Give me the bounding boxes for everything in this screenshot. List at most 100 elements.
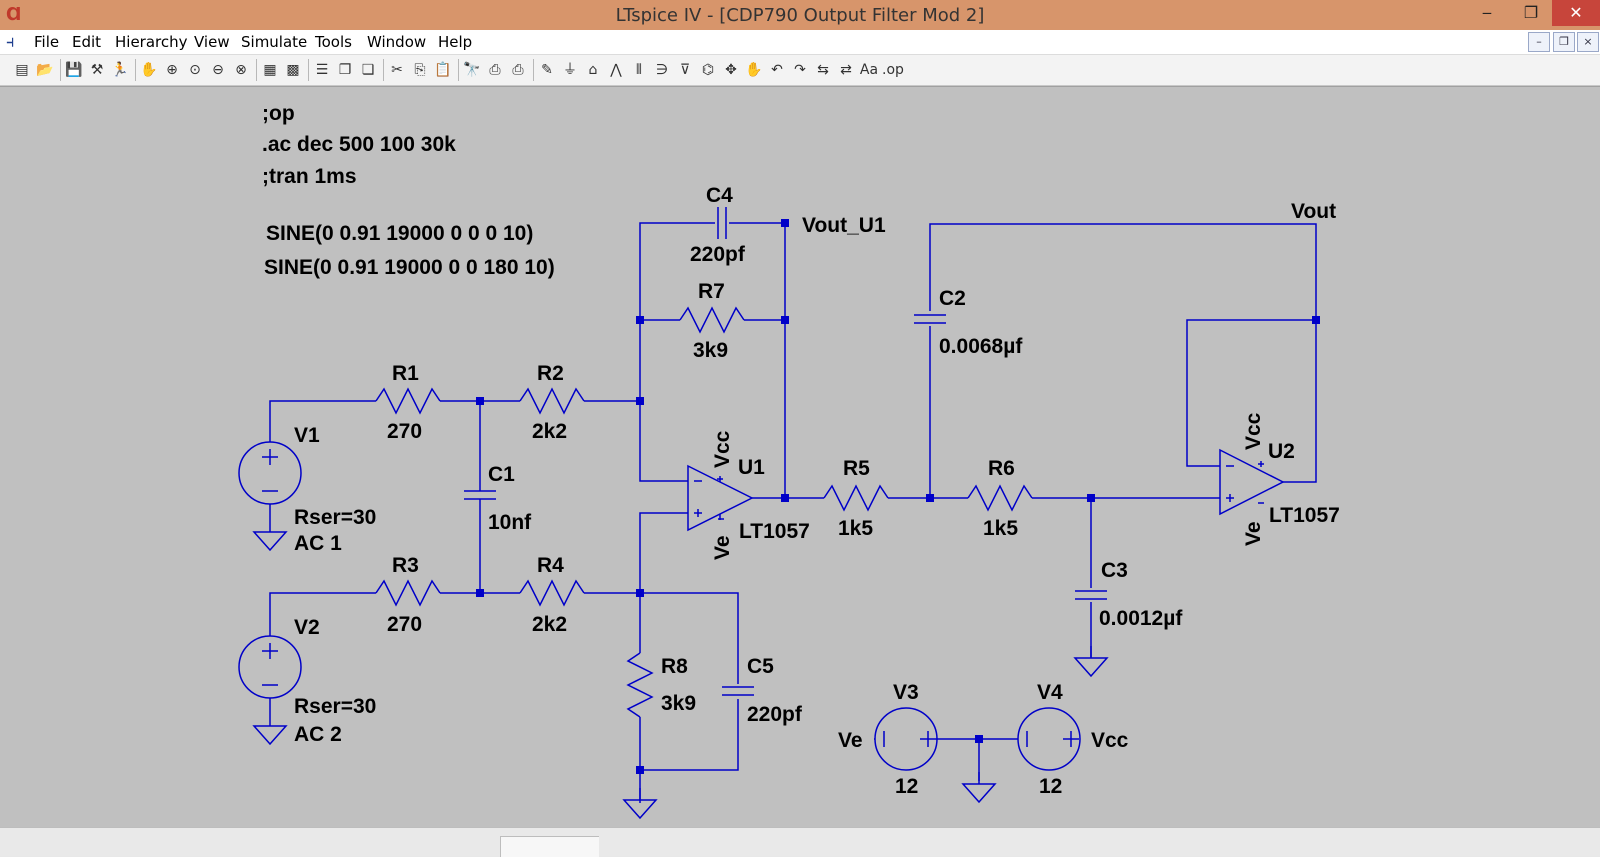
resistor-r2-symbol[interactable]: [519, 387, 585, 415]
menu-hierarchy[interactable]: Hierarchy: [115, 33, 188, 51]
r1-name[interactable]: R1: [392, 362, 419, 385]
u2-vcc-pin-label[interactable]: Vcc: [1242, 412, 1265, 450]
zoom-out-icon[interactable]: ⊖: [212, 62, 224, 78]
opamp-u2-symbol[interactable]: [1219, 448, 1285, 516]
directive-ac[interactable]: .ac dec 500 100 30k: [262, 133, 456, 156]
r1-value[interactable]: 270: [387, 420, 422, 443]
schematic-drawing[interactable]: ;op .ac dec 500 100 30k ;tran 1ms SINE(0…: [0, 87, 1600, 827]
resistor-r7-symbol[interactable]: [679, 306, 745, 334]
r4-name[interactable]: R4: [537, 554, 564, 577]
c2-value[interactable]: 0.0068µf: [939, 335, 1023, 358]
net-label-vout[interactable]: Vout: [1291, 200, 1336, 223]
r6-name[interactable]: R6: [988, 457, 1015, 480]
source-v3-symbol[interactable]: [874, 707, 938, 771]
mirror-icon[interactable]: ⇄: [840, 62, 852, 78]
r6-value[interactable]: 1k5: [983, 517, 1018, 540]
net-label-ve[interactable]: Ve: [838, 729, 863, 752]
r4-value[interactable]: 2k2: [532, 613, 567, 636]
open-icon[interactable]: 📂: [36, 62, 54, 78]
r5-value[interactable]: 1k5: [838, 517, 873, 540]
inductor-icon[interactable]: ∋: [655, 62, 669, 78]
ltspice-logo-icon[interactable]: Ɑ: [6, 4, 22, 25]
print-icon[interactable]: ⎙: [512, 62, 524, 78]
c1-value[interactable]: 10nf: [488, 511, 532, 534]
tile-horizontal-icon[interactable]: ☰: [315, 62, 329, 78]
v4-name[interactable]: V4: [1037, 681, 1063, 704]
u2-model[interactable]: LT1057: [1269, 504, 1340, 527]
paste-icon[interactable]: 📋: [434, 62, 452, 78]
v3-value[interactable]: 12: [895, 775, 918, 798]
doc-restore-button[interactable]: ❐: [1553, 32, 1575, 52]
r7-value[interactable]: 3k9: [693, 339, 728, 362]
u1-name[interactable]: U1: [738, 456, 765, 479]
resistor-r3-symbol[interactable]: [375, 579, 441, 607]
v1-rser[interactable]: Rser=30: [294, 506, 376, 529]
source-v4-symbol[interactable]: [1017, 707, 1081, 771]
r8-value[interactable]: 3k9: [661, 692, 696, 715]
menu-file[interactable]: File: [34, 33, 60, 51]
resistor-r1-symbol[interactable]: [375, 387, 441, 415]
net-label-vout-u1[interactable]: Vout_U1: [802, 214, 886, 237]
text-icon[interactable]: Aa: [859, 62, 879, 78]
c3-value[interactable]: 0.0012µf: [1099, 607, 1183, 630]
c5-name[interactable]: C5: [747, 655, 774, 678]
ground-icon[interactable]: ⏚: [563, 62, 577, 78]
control-panel-icon[interactable]: ⚒: [90, 62, 104, 78]
new-schematic-icon[interactable]: ▤: [15, 62, 29, 78]
c4-value[interactable]: 220pf: [690, 243, 746, 266]
directive-tran[interactable]: ;tran 1ms: [262, 165, 357, 188]
capacitor-c3-symbol[interactable]: [1075, 590, 1107, 600]
undo-icon[interactable]: ↶: [771, 62, 783, 78]
resistor-r8-symbol[interactable]: [626, 652, 654, 718]
wire-icon[interactable]: ✎: [541, 62, 553, 78]
c3-name[interactable]: C3: [1101, 559, 1128, 582]
resistor-icon[interactable]: ⋀: [610, 62, 622, 78]
r2-value[interactable]: 2k2: [532, 420, 567, 443]
tile-icon[interactable]: ❏: [361, 62, 375, 78]
v1-ac[interactable]: AC 1: [294, 532, 342, 555]
schematic-canvas[interactable]: ;op .ac dec 500 100 30k ;tran 1ms SINE(0…: [0, 86, 1600, 827]
ground-symbol[interactable]: [962, 771, 996, 803]
diode-icon[interactable]: ⊽: [679, 62, 691, 78]
menu-tools[interactable]: Tools: [315, 33, 352, 51]
ground-symbol[interactable]: [1074, 645, 1108, 677]
r2-name[interactable]: R2: [537, 362, 564, 385]
ground-symbol[interactable]: [253, 713, 287, 745]
r3-name[interactable]: R3: [392, 554, 419, 577]
menu-simulate[interactable]: Simulate: [241, 33, 308, 51]
label-icon[interactable]: ⌂: [588, 62, 598, 78]
halt-icon[interactable]: ✋: [140, 62, 158, 78]
copy-icon[interactable]: ⎘: [414, 62, 426, 78]
zoom-cancel-icon[interactable]: ⊗: [235, 62, 247, 78]
v2-rser[interactable]: Rser=30: [294, 695, 376, 718]
run-icon[interactable]: 🏃: [111, 62, 129, 78]
menu-view[interactable]: View: [194, 33, 230, 51]
drag-icon[interactable]: ✋: [745, 62, 763, 78]
close-button[interactable]: ✕: [1552, 0, 1600, 26]
capacitor-c1-symbol[interactable]: [464, 481, 496, 509]
u2-ve-pin-label[interactable]: Ve: [1242, 521, 1265, 546]
c1-name[interactable]: C1: [488, 463, 515, 486]
source-v2-symbol[interactable]: [238, 635, 302, 699]
resistor-r5-symbol[interactable]: [823, 484, 889, 512]
menu-edit[interactable]: Edit: [72, 33, 102, 51]
rotate-icon[interactable]: ⇆: [817, 62, 829, 78]
u2-name[interactable]: U2: [1268, 440, 1295, 463]
grid-icon[interactable]: ▩: [286, 62, 300, 78]
c5-value[interactable]: 220pf: [747, 703, 803, 726]
find-icon[interactable]: 🔭: [463, 62, 481, 78]
save-icon[interactable]: 💾: [65, 62, 83, 78]
v1-name[interactable]: V1: [294, 424, 320, 447]
r3-value[interactable]: 270: [387, 613, 422, 636]
zoom-full-icon[interactable]: ⊙: [189, 62, 201, 78]
directive-op[interactable]: ;op: [262, 102, 295, 125]
capacitor-c2-symbol[interactable]: [914, 314, 946, 324]
move-icon[interactable]: ✥: [725, 62, 737, 78]
menu-help[interactable]: Help: [438, 33, 473, 51]
resistor-r6-symbol[interactable]: [967, 484, 1033, 512]
v2-name[interactable]: V2: [294, 616, 320, 639]
maximize-button[interactable]: ❐: [1523, 3, 1539, 22]
u1-model[interactable]: LT1057: [739, 520, 810, 543]
r5-name[interactable]: R5: [843, 457, 870, 480]
v3-name[interactable]: V3: [893, 681, 919, 704]
